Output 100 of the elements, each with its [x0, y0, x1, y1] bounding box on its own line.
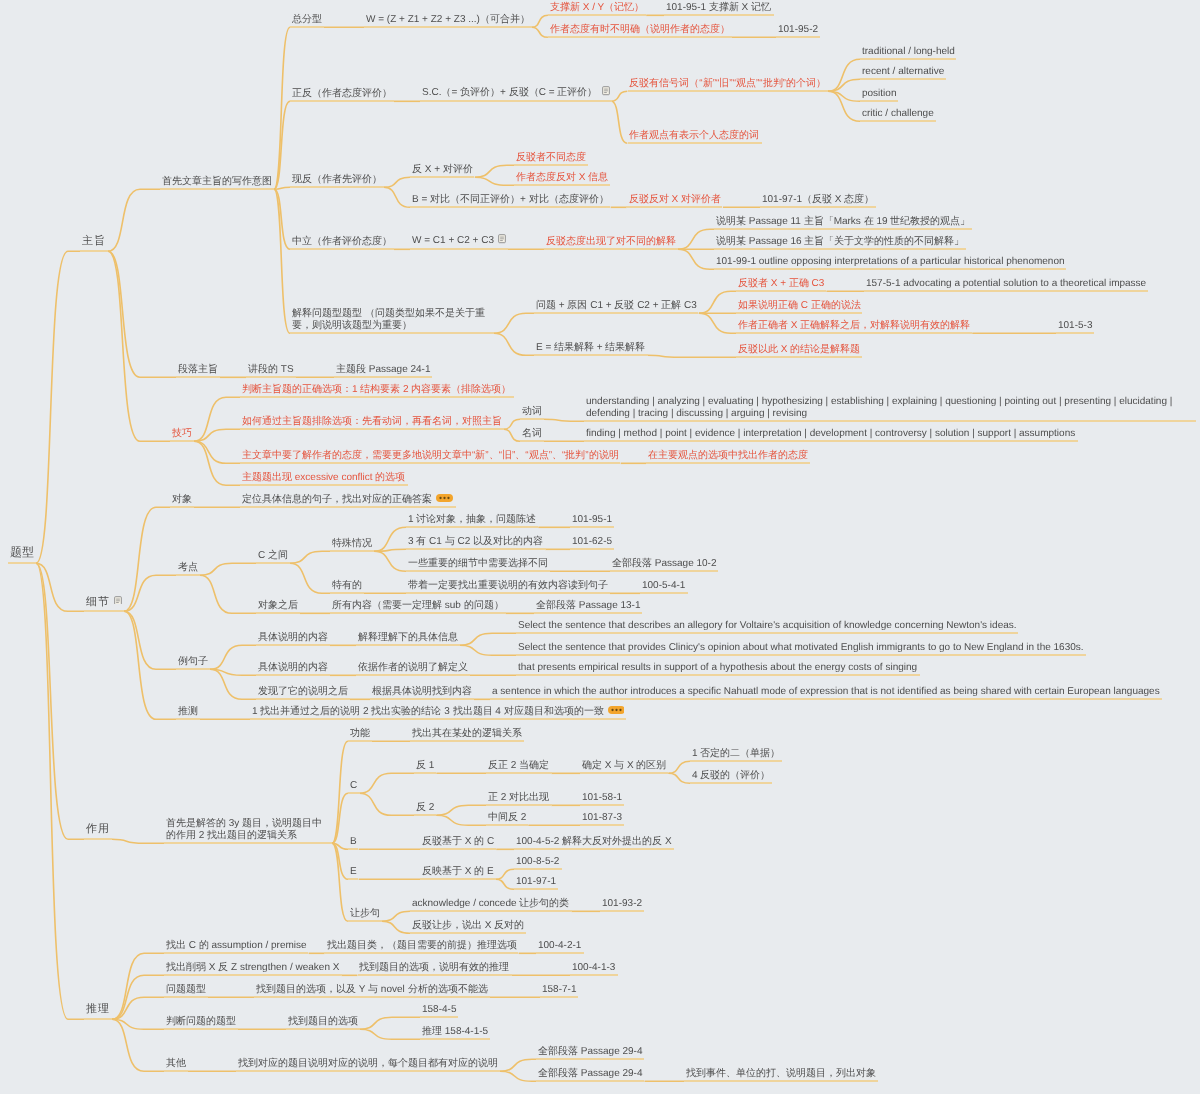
branch-line	[549, 570, 611, 573]
branch-line	[698, 312, 737, 335]
branch-line	[393, 100, 421, 103]
subtopic	[240, 493, 455, 508]
branch-line	[273, 188, 291, 251]
branch-line	[331, 842, 349, 923]
branch-line	[187, 1070, 237, 1073]
branch-line	[971, 332, 1057, 335]
branch-line	[299, 612, 331, 615]
branch-line	[667, 760, 691, 775]
branch-line	[289, 562, 331, 595]
branch-line	[510, 974, 571, 977]
branch-line	[349, 698, 371, 701]
branch-line	[359, 1028, 421, 1041]
branch-line	[459, 632, 517, 647]
branch-line	[111, 952, 165, 1021]
branch-line	[35, 562, 85, 613]
branch-line	[537, 526, 571, 529]
branch-line	[473, 698, 491, 701]
branch-line	[363, 592, 407, 595]
branch-line	[199, 562, 257, 577]
branch-line	[531, 14, 549, 29]
branch-line	[495, 848, 515, 851]
branch-line	[35, 250, 81, 565]
branch-line	[469, 674, 517, 677]
branch-line	[698, 290, 737, 315]
branch-line	[731, 36, 777, 39]
branch-line	[111, 838, 165, 845]
branch-line	[107, 188, 161, 253]
branch-line	[193, 428, 241, 443]
branch-line	[550, 772, 581, 775]
branch-line	[610, 100, 629, 145]
branch-line	[499, 1070, 537, 1083]
branch-line	[827, 90, 861, 103]
branch-line	[645, 14, 665, 17]
branch-line	[207, 996, 255, 999]
branch-line	[507, 248, 545, 251]
branch-line	[494, 878, 515, 891]
branch-line	[435, 804, 487, 817]
branch-line	[307, 952, 326, 955]
branch-line	[107, 250, 177, 379]
branch-line	[383, 186, 411, 209]
branch-line	[359, 1016, 421, 1031]
branch-line	[827, 58, 861, 93]
branch-line	[358, 792, 415, 817]
branch-line	[619, 462, 647, 465]
branch-line	[294, 376, 335, 379]
branch-line	[494, 868, 515, 881]
branch-line	[371, 740, 411, 743]
branch-line	[381, 920, 411, 935]
branch-line	[646, 354, 737, 359]
branch-line	[488, 996, 541, 999]
branch-line	[123, 610, 177, 721]
branch-line	[543, 418, 585, 423]
branch-line	[323, 26, 365, 29]
branch-line	[273, 26, 291, 191]
branch-line	[193, 440, 241, 465]
branch-line	[193, 506, 241, 509]
branch-line	[35, 562, 85, 1021]
branch-line	[199, 718, 251, 721]
branch-line	[289, 550, 331, 565]
branch-line	[609, 592, 641, 595]
branch-line	[123, 574, 177, 613]
branch-line	[358, 772, 415, 795]
branch-line	[331, 842, 349, 851]
branch-line	[123, 610, 177, 671]
branch-line	[340, 974, 359, 977]
main-topic	[84, 595, 124, 612]
branch-line	[459, 644, 517, 657]
branch-line	[381, 910, 411, 923]
branch-line	[331, 792, 349, 845]
branch-line	[357, 848, 421, 851]
branch-line	[474, 176, 515, 187]
branch-line	[393, 248, 411, 251]
branch-line	[199, 574, 257, 615]
branch-line	[209, 668, 257, 677]
branch-line	[610, 90, 629, 103]
branch-line	[503, 428, 521, 443]
branch-line	[209, 668, 257, 701]
branch-line	[570, 910, 601, 913]
branch-line	[827, 90, 861, 123]
branch-line	[493, 312, 535, 335]
branch-line	[527, 824, 581, 827]
branch-line	[331, 740, 349, 845]
branch-line	[503, 418, 521, 431]
branch-line	[373, 548, 407, 553]
branch-line	[237, 1028, 287, 1031]
branch-line	[111, 1018, 165, 1031]
branch-line	[677, 228, 715, 251]
branch-line	[329, 644, 357, 647]
branch-line	[499, 1058, 537, 1073]
subtopic	[410, 234, 508, 250]
branch-line	[273, 100, 291, 191]
branch-line	[827, 78, 861, 93]
branch-line	[435, 772, 487, 775]
branch-line	[643, 1080, 685, 1083]
branch-line	[273, 186, 291, 191]
branch-line	[825, 290, 865, 293]
branch-line	[493, 332, 535, 357]
branch-line	[435, 814, 487, 827]
